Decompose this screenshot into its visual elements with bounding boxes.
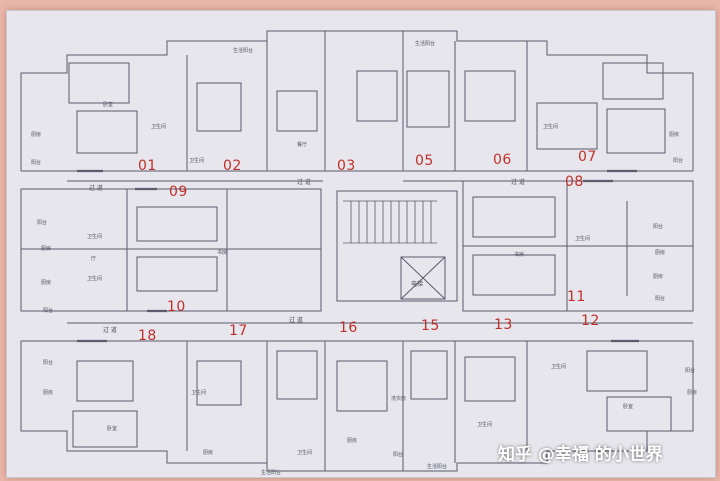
unit-number-17: 17 [229, 323, 248, 339]
room-label-bathroom: 卫生间 [543, 124, 559, 130]
floor-plan-drawing [20, 30, 694, 472]
unit-number-13: 13 [494, 317, 513, 333]
room-label-bathroom: 卫生间 [477, 422, 493, 428]
unit-number-11: 11 [567, 289, 586, 305]
room-label-bathroom: 卫生间 [575, 236, 591, 242]
room-label-bathroom: 卫生间 [297, 450, 313, 456]
corridor-label: 过 道 [289, 317, 303, 324]
room-label-bathroom: 卫生间 [551, 364, 567, 370]
room-label-bedroom: 卧室 [103, 102, 114, 108]
room-label-balcony: 阳台 [653, 224, 664, 230]
unit-number-06: 06 [493, 152, 512, 168]
room-label-balcony: 阳台 [673, 158, 684, 164]
unit-number-01: 01 [138, 158, 157, 174]
room-label-bathroom: 卫生间 [87, 234, 103, 240]
room-label-bathroom: 卫生间 [87, 276, 103, 282]
watermark-text: 知乎 @幸福 的小世界 [498, 445, 663, 465]
room-label-kitchen: 厨房 [687, 390, 698, 396]
room-label-kitchen: 厨房 [31, 132, 42, 138]
room-label-laundry: 洗衣房 [391, 396, 407, 402]
room-label-balcony: 阳台 [43, 308, 54, 314]
room-label-living: 厅 [91, 256, 97, 262]
room-label-kitchen: 厨房 [655, 250, 666, 256]
room-label-life-balcony: 生活阳台 [427, 464, 448, 470]
room-label-balcony: 阳台 [31, 160, 42, 166]
room-label-kitchen: 厨房 [347, 438, 358, 444]
corridor-label: 过 道 [297, 179, 311, 186]
room-label-life-balcony: 生活阳台 [233, 48, 254, 54]
unit-number-03: 03 [337, 158, 356, 174]
room-label-bedroom: 卧室 [623, 404, 634, 410]
unit-number-10: 10 [167, 299, 186, 315]
corridor-label: 过 道 [89, 185, 103, 192]
elevator-label: 电梯 [411, 281, 424, 288]
room-label-bathroom: 卫生间 [191, 390, 207, 396]
room-label-life-balcony: 生活阳台 [415, 41, 436, 47]
room-label-kitchen: 厨房 [203, 450, 214, 456]
corridor-label: 过 道 [103, 327, 117, 334]
room-label-kitchen: 厨房 [41, 280, 52, 286]
room-label-kitchen: 厨房 [41, 246, 52, 252]
room-label-kitchen: 厨房 [653, 274, 664, 280]
unit-number-05: 05 [415, 153, 434, 169]
unit-number-07: 07 [578, 149, 597, 165]
unit-number-18: 18 [138, 328, 157, 344]
corridor-label: 过 道 [511, 179, 525, 186]
unit-number-16: 16 [339, 320, 358, 336]
room-label-study: 书房 [217, 250, 228, 256]
room-label-kitchen: 厨房 [669, 132, 680, 138]
room-label-balcony: 阳台 [43, 360, 54, 366]
room-label-balcony: 阳台 [685, 368, 696, 374]
floor-plan-sheet: 01 02 03 05 06 07 09 08 10 11 18 17 16 1… [6, 10, 716, 478]
room-label-dining: 餐厅 [297, 142, 308, 148]
room-label-balcony: 阳台 [655, 296, 666, 302]
room-label-bedroom: 卧室 [107, 426, 118, 432]
unit-number-02: 02 [223, 158, 242, 174]
room-label-kitchen: 厨房 [43, 390, 54, 396]
room-label-balcony: 阳台 [37, 220, 48, 226]
room-label-bathroom: 卫生间 [189, 158, 205, 164]
room-label-balcony: 阳台 [393, 452, 404, 458]
unit-number-09: 09 [169, 184, 188, 200]
room-label-bathroom: 卫生间 [151, 124, 167, 130]
unit-number-15: 15 [421, 318, 440, 334]
room-label-life-balcony: 生活阳台 [261, 470, 282, 476]
unit-number-12: 12 [581, 313, 600, 329]
unit-number-08: 08 [565, 174, 584, 190]
room-label-study: 书房 [514, 252, 525, 258]
